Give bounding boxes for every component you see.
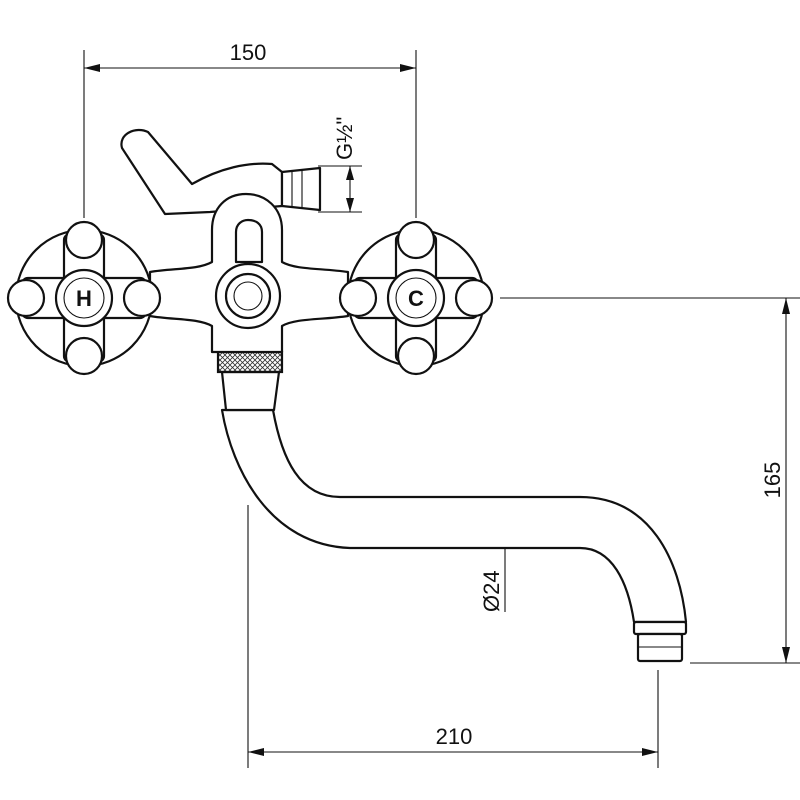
cold-handle[interactable]: C [338, 220, 494, 376]
dimension-165: 165 [500, 297, 800, 664]
spout-swivel [216, 350, 284, 412]
dimension-diameter-label: Ø24 [479, 570, 504, 612]
dimension-165-label: 165 [760, 462, 785, 499]
dimension-150-label: 150 [230, 40, 267, 65]
mixer-body [148, 192, 350, 354]
dimension-thread: G½" [318, 117, 362, 213]
dimension-210-label: 210 [436, 724, 473, 749]
cold-label: C [408, 286, 424, 311]
dimension-150: 150 [83, 40, 417, 218]
diverter-lever [120, 128, 322, 216]
hot-handle[interactable]: H [6, 220, 162, 376]
dimension-210: 210 [247, 505, 659, 768]
spout-pipe [220, 408, 688, 663]
hot-label: H [76, 286, 92, 311]
dimension-thread-label: G½" [332, 117, 357, 160]
